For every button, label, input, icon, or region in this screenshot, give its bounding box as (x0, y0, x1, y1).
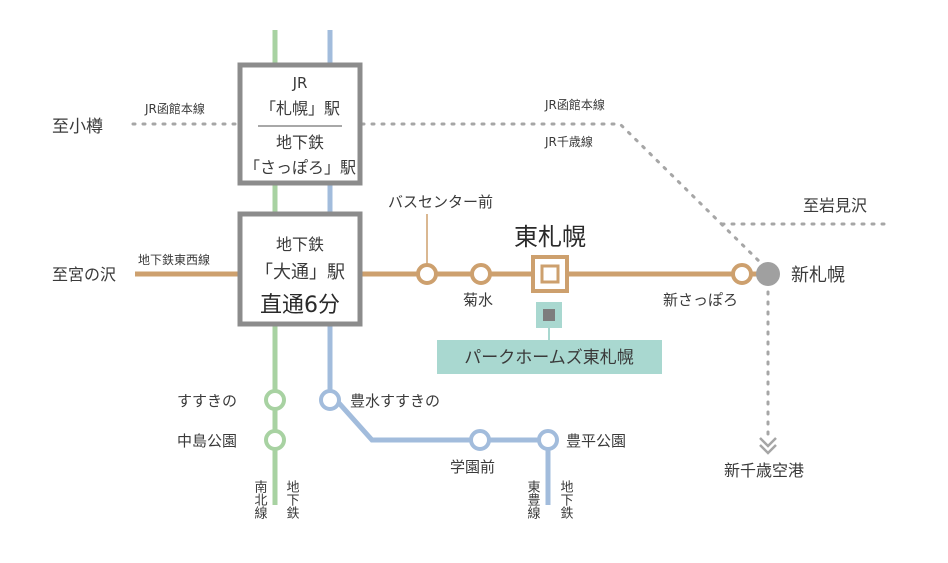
label-chikatetsu-toho: 地下鉄 (558, 480, 574, 519)
odori-box-line1: 地下鉄 (276, 235, 324, 254)
label-hakodate-right: JR函館本線 (544, 97, 605, 112)
label-gakuenmae: 学園前 (450, 458, 495, 476)
gakuenmae-station (469, 429, 491, 451)
property-label: パークホームズ東札幌 (464, 348, 634, 368)
label-bus-center: バスセンター前 (388, 193, 493, 211)
label-toho-line: 東豊線 (525, 479, 541, 519)
label-hakodate-left: JR函館本線 (144, 101, 205, 116)
toyohira-koen-station (537, 429, 559, 451)
nakajima-koen-station (264, 429, 286, 451)
label-kikusui: 菊水 (463, 291, 493, 309)
label-chikatetsu-namboku: 地下鉄 (284, 480, 300, 519)
label-namboku-line: 南北線 (252, 479, 268, 519)
sapporo-station-box (237, 62, 363, 186)
label-toyohira-koen: 豊平公園 (566, 432, 626, 450)
susukino-station (264, 389, 286, 411)
label-iwamizawa: 至岩見沢 (803, 196, 867, 215)
odori-station-box (237, 211, 363, 327)
sapporo-box-line3: 地下鉄 (276, 133, 324, 152)
label-miyanosawa: 至宮の沢 (52, 265, 116, 284)
label-hosui-susukino: 豊水すすきの (350, 392, 440, 410)
label-shin-sapporo: 新札幌 (791, 265, 845, 286)
label-new-chitose-airport: 新千歳空港 (724, 461, 804, 480)
label-higashi-sapporo: 東札幌 (514, 223, 586, 251)
label-shin-sapporo-tozai: 新さっぽろ (663, 291, 738, 309)
bus-center-station (416, 263, 438, 285)
chevron-down-icon (759, 437, 777, 455)
odori-box-line3: 直通6分 (260, 293, 340, 318)
shin-sapporo-jr-node (756, 262, 780, 286)
label-nakajima-koen: 中島公園 (177, 432, 237, 450)
kikusui-station (470, 263, 492, 285)
label-otaru: 至小樽 (52, 117, 103, 137)
sapporo-box-line1: JR (292, 74, 308, 92)
toho-line (327, 30, 551, 505)
property-label-box (437, 340, 662, 374)
hosui-susukino-station (319, 389, 341, 411)
label-tozai-line: 地下鉄東西線 (138, 252, 210, 267)
property-marker-inner (543, 309, 555, 321)
odori-box-line2: 「大通」駅 (255, 262, 345, 283)
higashi-sapporo-inner (540, 264, 560, 284)
sapporo-box-line2: 「札幌」駅 (260, 99, 340, 118)
label-susukino: すすきの (177, 392, 237, 410)
shin-sapporo-tozai-station (731, 263, 753, 285)
label-chitose: JR千歳線 (544, 134, 593, 149)
sapporo-box-line4: 「さっぽろ」駅 (244, 158, 356, 177)
